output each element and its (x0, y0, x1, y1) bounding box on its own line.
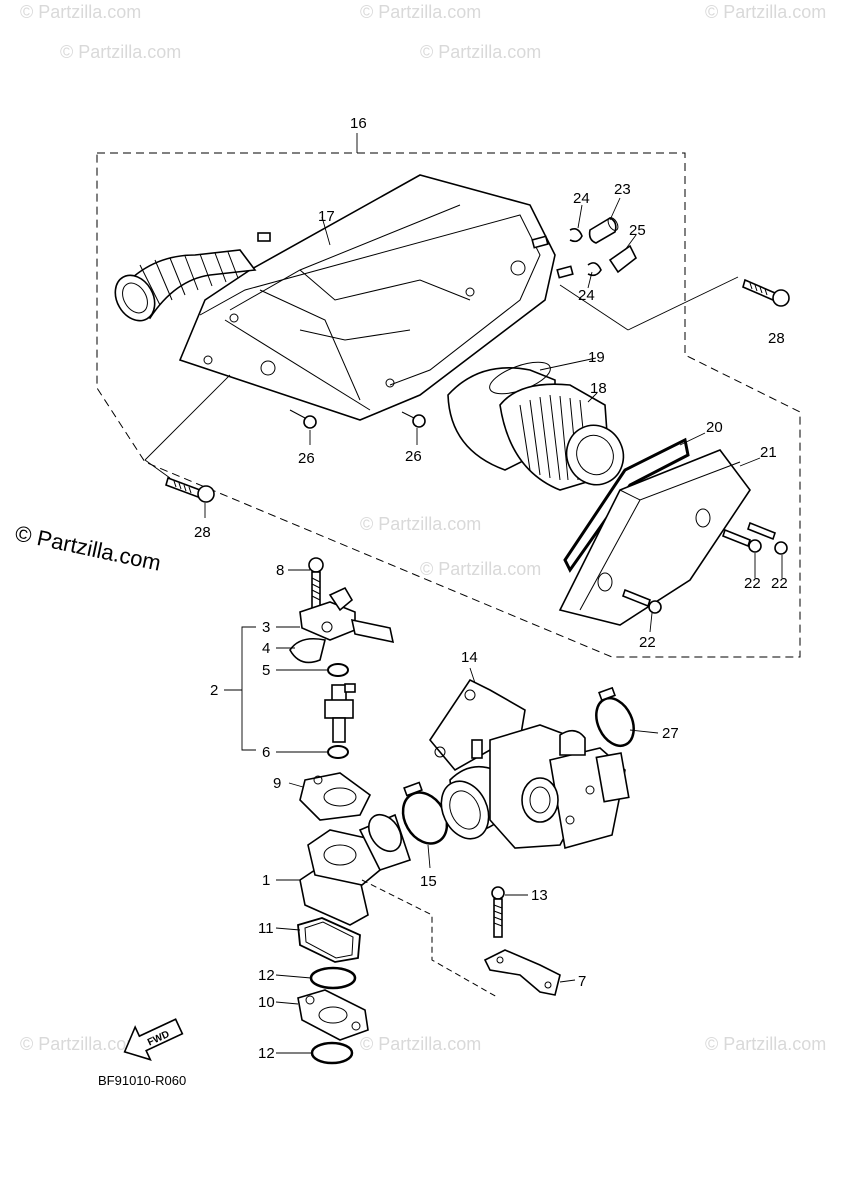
watermark: © Partzilla.com (705, 1034, 826, 1054)
callout-24: 24 (578, 287, 595, 304)
bolt-hole (385, 378, 395, 388)
callout-20: 20 (706, 419, 723, 436)
watermark: © Partzilla.com (420, 559, 541, 579)
recycle-mark-icon (260, 360, 276, 376)
bolt-hole (229, 313, 239, 323)
callout-labels: 16 17 23 24 25 24 28 19 18 20 21 26 26 2… (194, 115, 788, 1062)
gasket-20 (563, 437, 690, 573)
screws-22 (622, 521, 788, 614)
assembly-16-outline (96, 152, 801, 658)
bolt-28-upper (742, 278, 790, 307)
callout-26: 26 (298, 450, 315, 467)
callout-26: 26 (405, 448, 422, 465)
callout-12: 12 (258, 967, 275, 984)
callout-10: 10 (258, 994, 275, 1011)
bracket-7 (483, 949, 561, 996)
screw-hole (597, 572, 613, 592)
callout-4: 4 (262, 640, 270, 657)
callout-27: 27 (662, 725, 679, 742)
cover-assembly (558, 437, 788, 626)
watermark: © Partzilla.com (420, 42, 541, 62)
callout-23: 23 (614, 181, 631, 198)
clamp-27 (595, 686, 635, 748)
callout-19: 19 (588, 349, 605, 366)
o-ring-12-upper (309, 966, 357, 990)
callout-13: 13 (531, 887, 548, 904)
watermark: © Partzilla.com (60, 42, 181, 62)
callout-6: 6 (262, 744, 270, 761)
partzilla-watermark: © Partzilla.com (13, 520, 163, 575)
screw-26-right (401, 411, 426, 428)
watermark: © Partzilla.com (705, 2, 826, 22)
callout-5: 5 (262, 662, 270, 679)
bolt-hole (203, 355, 213, 365)
screws (165, 278, 790, 503)
injector-assembly (289, 557, 395, 759)
joint-10 (297, 989, 369, 1041)
o-ring-12-lower (310, 1041, 354, 1065)
air-cleaner-case (114, 174, 574, 421)
callout-22: 22 (771, 575, 788, 592)
callout-12: 12 (258, 1045, 275, 1062)
insulator-9 (299, 772, 372, 821)
callout-25: 25 (629, 222, 646, 239)
watermark: © Partzilla.com (360, 1034, 481, 1054)
bolt-hole (465, 287, 475, 297)
dashed-alignment (361, 879, 498, 998)
plug-25 (608, 244, 638, 274)
callout-22: 22 (744, 575, 761, 592)
callout-8: 8 (276, 562, 284, 579)
drain-hose-parts (569, 217, 638, 277)
callout-28: 28 (768, 330, 785, 347)
clip-24-lower (587, 262, 602, 277)
intake-manifold-1 (299, 813, 412, 926)
callout-18: 18 (590, 380, 607, 397)
callout-17: 17 (318, 208, 335, 225)
bolt-13 (491, 886, 505, 938)
leader-lines (144, 197, 783, 1054)
watermark: © Partzilla.com (20, 2, 141, 22)
watermark-layer: © Partzilla.com © Partzilla.com © Partzi… (20, 2, 826, 1054)
callout-21: 21 (760, 444, 777, 461)
callout-7: 7 (578, 973, 586, 990)
throttle-body-14 (429, 678, 630, 850)
callout-15: 15 (420, 873, 437, 890)
callout-22: 22 (639, 634, 656, 651)
clip-24-upper (569, 228, 583, 243)
bolt-28-lower (165, 476, 215, 503)
hose-23 (588, 217, 617, 244)
watermark: © Partzilla.com (360, 2, 481, 22)
callout-14: 14 (461, 649, 478, 666)
callout-3: 3 (262, 619, 270, 636)
gasket-11 (297, 917, 361, 963)
watermark: © Partzilla.com (20, 1034, 141, 1054)
callout-1: 1 (262, 872, 270, 889)
callout-11: 11 (258, 920, 274, 937)
callout-28: 28 (194, 524, 211, 541)
filter-elements (447, 361, 625, 491)
watermark: © Partzilla.com (360, 514, 481, 534)
recycle-mark-icon (510, 260, 526, 276)
bracket-2 (241, 626, 256, 751)
diagram-code: BF91010-R060 (98, 1073, 186, 1088)
screw-hole (695, 508, 711, 528)
callout-24: 24 (573, 190, 590, 207)
callout-16: 16 (350, 115, 367, 132)
callout-2: 2 (210, 682, 218, 699)
callout-9: 9 (273, 775, 281, 792)
screw-26-left (289, 409, 317, 429)
